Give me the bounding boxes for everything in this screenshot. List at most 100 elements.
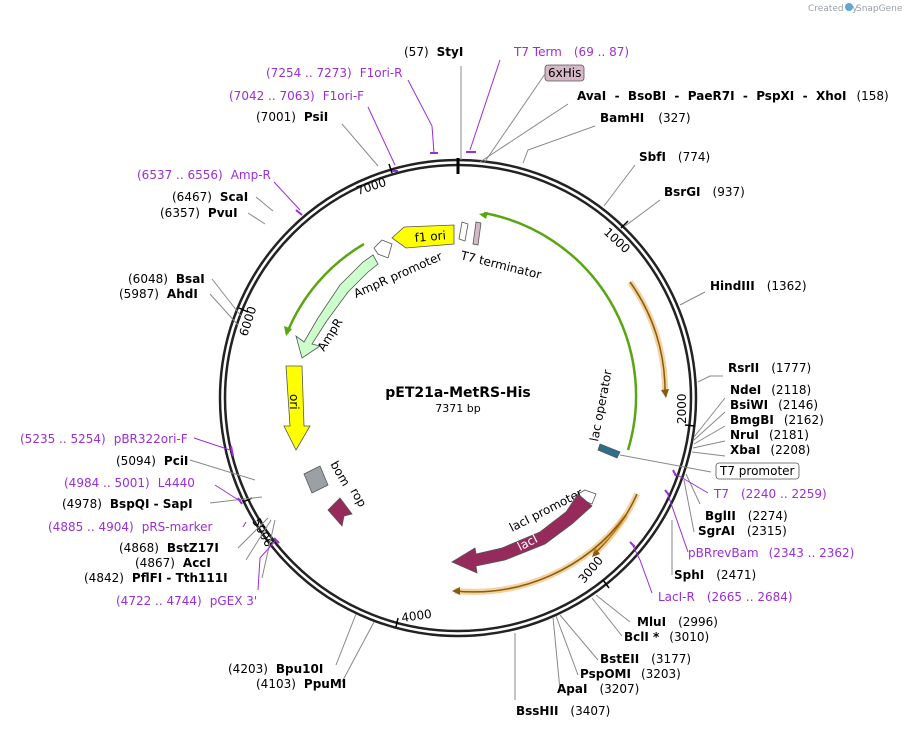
enzyme-name: PspOMI	[580, 667, 631, 681]
enzyme-name: BamHI	[600, 111, 644, 125]
primer-name: pRS-marker	[142, 520, 213, 534]
svg-text:(4984 .. 5001)L4440: (4984 .. 5001)L4440	[64, 476, 195, 490]
enzyme-pos: (1777)	[771, 361, 811, 375]
enzyme-name: XbaI	[730, 443, 760, 457]
svg-text:PspOMI(3203): PspOMI (3203)	[580, 667, 681, 681]
enzyme-name: PpuMI	[304, 677, 346, 691]
enzyme-pos: (2315)	[747, 524, 787, 538]
enzyme-labels: (57)StyI AvaI - BsoBI - PaeR7I - PspXI -…	[62, 45, 889, 718]
svg-text:MluI(2996): MluI(2996)	[637, 615, 718, 629]
primer-name: pGEX 3'	[210, 594, 257, 608]
svg-text:(6048)BsaI: (6048)BsaI	[128, 272, 205, 286]
svg-text:BsrGI(937): BsrGI(937)	[664, 185, 745, 199]
enzyme-name: BsrGI	[664, 185, 701, 199]
svg-text:BamHI(327): BamHI(327)	[600, 111, 691, 125]
svg-text:ApaI(3207): ApaI (3207)	[557, 682, 639, 696]
orange-arc-3-arrowhead-icon	[452, 587, 460, 595]
enzyme-pos: (4842)	[84, 571, 124, 585]
svg-text:BclI *(3010): BclI *(3010)	[624, 630, 709, 644]
enzyme-name: AvaI - BsoBI - PaeR7I - PspXI - XhoI	[577, 89, 846, 103]
green-feature-arc-left	[285, 242, 365, 334]
t7-terminator-mark	[458, 221, 469, 242]
enzyme-pos: (4103)	[256, 677, 296, 691]
orange-feature-arc	[629, 281, 666, 393]
enzyme-name: NruI	[730, 428, 759, 442]
orange-feature-arc-3	[454, 514, 627, 593]
enzyme-name: BsiWI	[730, 398, 768, 412]
enzyme-pos: (2146)	[778, 398, 818, 412]
his-tag-box	[544, 64, 585, 82]
enzyme-name: RsrII	[728, 361, 759, 375]
svg-text:T7(2240 .. 2259): T7(2240 .. 2259)	[713, 487, 827, 501]
enzyme-name: ScaI	[220, 190, 248, 204]
enzyme-pos: (3203)	[641, 667, 681, 681]
enzyme-name: PsiI	[304, 110, 328, 124]
lac-operator-label: lac operator	[587, 368, 615, 442]
enzyme-pos: (2274)	[748, 509, 788, 523]
green-arc-arrowhead-icon	[479, 212, 488, 219]
credit-brand: SnapGene	[856, 4, 903, 14]
primer-range: (69 .. 87)	[574, 45, 629, 59]
enzyme-name: BsaI	[176, 272, 205, 286]
primer-range: (5235 .. 5254)	[20, 432, 106, 446]
enzyme-name: PvuI	[208, 206, 238, 220]
tick-label-4000: 4000	[400, 607, 432, 625]
tick-label-1000: 1000	[601, 225, 633, 256]
enzyme-name: PciI	[164, 454, 189, 468]
enzyme-name: BglII	[705, 509, 736, 523]
svg-text:XbaI(2208): XbaI(2208)	[730, 443, 810, 457]
svg-text:BglII(2274): BglII (2274)	[705, 509, 788, 523]
primer-name: pBRrevBam	[688, 546, 759, 560]
primer-name: F1ori-R	[360, 66, 403, 80]
enzyme-pos: (774)	[678, 150, 710, 164]
tick-label-2000: 2000	[675, 393, 689, 424]
svg-text:(7001)PsiI: (7001) PsiI	[256, 110, 328, 124]
svg-text:AvaI - BsoBI - PaeR7I -: AvaI - BsoBI - PaeR7I - PspXI - XhoI(158…	[577, 89, 889, 103]
enzyme-pos: (5987)	[119, 287, 159, 301]
laci-feature	[451, 493, 593, 574]
enzyme-pos: (7001)	[256, 110, 296, 124]
svg-text:(4885 .. 4904)pRS-marker: (4885 .. 4904)pRS-marker	[48, 520, 212, 534]
t7-promoter-label: T7 promoter	[719, 464, 795, 478]
bom-feature	[303, 465, 329, 494]
enzyme-pos: (6467)	[172, 190, 212, 204]
his-tag-mark	[472, 221, 482, 246]
svg-text:(4867)AccI: (4867)AccI	[135, 556, 211, 570]
svg-text:SbfI(774): SbfI(774)	[639, 150, 710, 164]
svg-text:(6467)ScaI: (6467) ScaI	[172, 190, 248, 204]
ampr-promoter-feature	[373, 239, 393, 259]
enzyme-pos: (57)	[404, 45, 429, 59]
primer-range: (4984 .. 5001)	[64, 476, 150, 490]
enzyme-name: BstEII	[600, 652, 639, 666]
primer-range: (2343 .. 2362)	[769, 546, 855, 560]
snapgene-logo-icon	[845, 3, 853, 11]
svg-text:(4978)BspQI - SapI: (4978)BspQI - SapI	[62, 497, 193, 511]
primer-name: T7	[713, 487, 729, 501]
green-left-arrowhead-icon	[284, 326, 292, 336]
t7-promoter-leader	[619, 454, 712, 473]
t7-promoter-box	[715, 462, 800, 480]
svg-text:NruI(2181): NruI (2181)	[730, 428, 809, 442]
orange-arc-2-arrowhead-icon	[592, 548, 600, 557]
svg-text:(4722 .. 4744)pGEX 3': (4722 .. 4744)pGEX 3'	[116, 594, 257, 608]
primer-name: F1ori-F	[323, 89, 364, 103]
svg-text:(7254 .. 7273)F1ori-R: (7254 .. 7273)F1ori-R	[266, 66, 403, 80]
enzyme-name: BspQI - SapI	[110, 497, 193, 511]
enzyme-name: NdeI	[730, 383, 761, 397]
plasmid-size: 7371 bp	[435, 402, 480, 415]
svg-text:(4868)BstZ17I: (4868)BstZ17I	[119, 541, 219, 555]
svg-text:BmgBI(2162): BmgBI(2162)	[730, 413, 824, 427]
enzyme-pos: (2181)	[769, 428, 809, 442]
enzyme-pos: (3010)	[669, 630, 709, 644]
enzyme-name: MluI	[637, 615, 666, 629]
svg-text:(5235 .. 5254)pBR322ori-F: (5235 .. 5254)pBR322ori-F	[20, 432, 188, 446]
primer-leader-lines	[193, 59, 709, 594]
enzyme-pos: (3207)	[599, 682, 639, 696]
enzyme-pos: (6357)	[160, 206, 200, 220]
enzyme-leader-lines	[189, 66, 726, 700]
svg-text:BstEII(3177): BstEII(3177)	[600, 652, 691, 666]
orange-arc-arrowhead-icon	[661, 389, 669, 398]
enzyme-name: ApaI	[557, 682, 587, 696]
primer-marks	[230, 151, 677, 548]
